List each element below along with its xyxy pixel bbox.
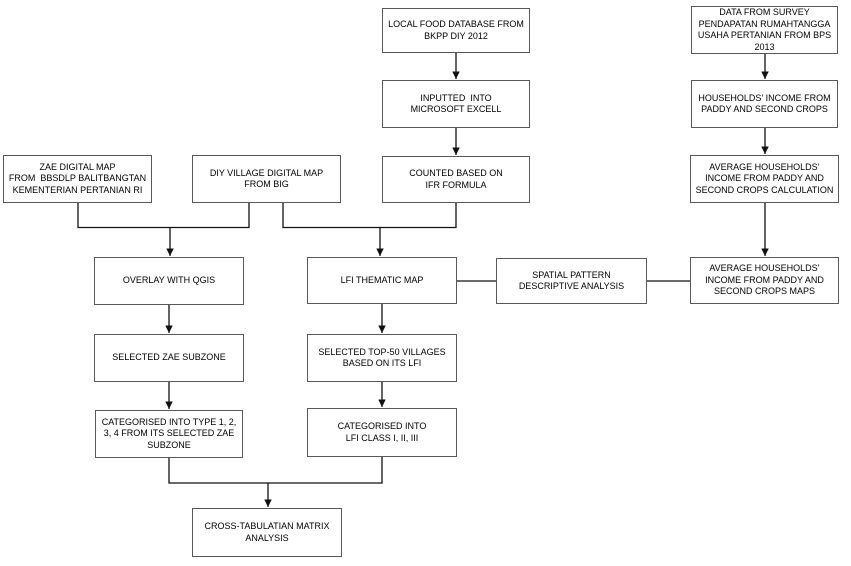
node-local-food-database-label: LOCAL FOOD DATABASE FROM BKPP DIY 2012 [388,19,524,41]
node-diy-village-map: DIY VILLAGE DIGITAL MAP FROM BIG [192,155,341,203]
node-lfi-thematic-map: LFI THEMATIC MAP [307,257,457,304]
node-inputted-excel: INPUTTED INTO MICROSOFT EXCELL [382,80,530,128]
node-selected-zae-subzone: SELECTED ZAE SUBZONE [94,334,244,382]
node-categorised-lfi-class: CATEGORISED INTO LFI CLASS I, II, III [307,408,457,457]
node-local-food-database: LOCAL FOOD DATABASE FROM BKPP DIY 2012 [382,8,530,53]
node-spatial-pattern-analysis-label: SPATIAL PATTERN DESCRIPTIVE ANALYSIS [518,269,625,292]
edge-categorised-junction [168,457,383,484]
node-selected-top50-villages-label: SELECTED TOP-50 VILLAGES BASED ON ITS LF… [318,346,446,369]
node-households-income: HOUSEHOLDS’ INCOME FROM PADDY AND SECOND… [691,80,838,128]
node-selected-zae-subzone-label: SELECTED ZAE SUBZONE [112,352,226,363]
node-overlay-qgis-label: OVERLAY WITH QGIS [122,275,216,286]
node-categorised-type-label: CATEGORISED INTO TYPE 1, 2, 3, 4 FROM IT… [101,416,237,450]
node-avg-income-calculation: AVERAGE HOUSEHOLDS’ INCOME FROM PADDY AN… [690,155,839,203]
edge-diy-counted-junction [282,203,457,229]
node-categorised-lfi-class-label: CATEGORISED INTO LFI CLASS I, II, III [337,421,427,443]
node-avg-income-calculation-label: AVERAGE HOUSEHOLDS’ INCOME FROM PADDY AN… [695,161,834,195]
node-survey-data-label: DATA FROM SURVEY PENDAPATAN RUMAHTANGGA … [697,7,832,52]
node-survey-data: DATA FROM SURVEY PENDAPATAN RUMAHTANGGA … [691,6,838,54]
node-lfi-thematic-map-label: LFI THEMATIC MAP [340,274,424,285]
node-spatial-pattern-analysis: SPATIAL PATTERN DESCRIPTIVE ANALYSIS [496,258,647,304]
node-zae-digital-map-label: ZAE DIGITAL MAP FROM BBSDLP BALITBANGTAN… [8,161,147,195]
node-avg-income-maps: AVERAGE HOUSEHOLDS’ INCOME FROM PADDY AN… [690,257,839,304]
node-inputted-excel-label: INPUTTED INTO MICROSOFT EXCELL [410,92,502,115]
node-zae-digital-map: ZAE DIGITAL MAP FROM BBSDLP BALITBANGTAN… [3,155,152,203]
node-cross-tabulation-matrix: CROSS-TABULATIAN MATRIX ANALYSIS [192,508,342,557]
node-selected-top50-villages: SELECTED TOP-50 VILLAGES BASED ON ITS LF… [307,334,457,382]
node-households-income-label: HOUSEHOLDS’ INCOME FROM PADDY AND SECOND… [698,92,831,115]
node-cross-tabulation-matrix-label: CROSS-TABULATIAN MATRIX ANALYSIS [204,521,330,543]
node-counted-ifr-label: COUNTED BASED ON IFR FORMULA [409,168,503,190]
node-categorised-type: CATEGORISED INTO TYPE 1, 2, 3, 4 FROM IT… [95,410,243,458]
node-avg-income-maps-label: AVERAGE HOUSEHOLDS’ INCOME FROM PADDY AN… [705,263,824,297]
node-diy-village-map-label: DIY VILLAGE DIGITAL MAP FROM BIG [209,167,324,190]
edge-zae-diy-junction [77,203,250,229]
node-overlay-qgis: OVERLAY WITH QGIS [94,257,244,305]
node-counted-ifr: COUNTED BASED ON IFR FORMULA [382,156,530,203]
